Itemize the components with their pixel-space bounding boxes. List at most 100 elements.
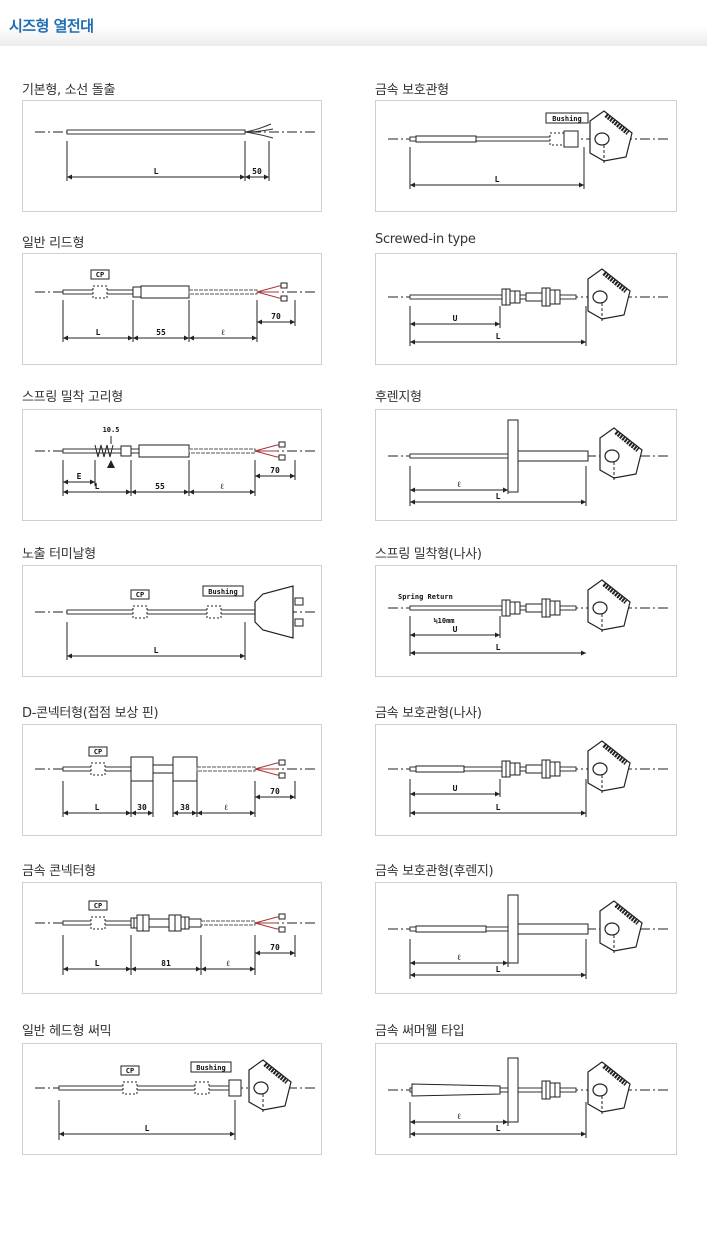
metal-tube-flange-drawing-icon: ℓL: [388, 894, 670, 979]
item-title: 금속 콘넥터형: [22, 864, 96, 879]
lead-terminals: [256, 285, 283, 299]
dim-arrow: [410, 810, 415, 816]
dim-arrow: [264, 174, 269, 180]
dim-label-bushing: Bushing: [196, 1064, 226, 1072]
head-fins: [602, 1064, 628, 1086]
dim-arrow: [133, 335, 138, 341]
drawing-part: [278, 441, 286, 448]
dim-arrow: [126, 966, 131, 972]
dim-label-l: L: [154, 646, 159, 655]
drawing-part: [138, 444, 190, 458]
head-hole: [604, 922, 620, 936]
dim-arrow: [250, 966, 255, 972]
drawing-part: [517, 923, 589, 935]
drawing-part: [525, 292, 543, 302]
dim-arrow: [581, 972, 586, 978]
dim-label-l: L: [496, 1124, 501, 1133]
dim-arrow: [290, 319, 295, 325]
head-fins: [602, 582, 628, 604]
dim-label-cp: CP: [94, 902, 102, 910]
lead-cable: [196, 766, 256, 772]
head-hole: [604, 449, 620, 463]
dim-label-mm: ≒10mm: [433, 617, 454, 625]
metal-thermowell-drawing-icon: ℓL: [388, 1057, 670, 1138]
drawing-part: [563, 130, 579, 148]
dim-label-d2: 70: [270, 943, 280, 952]
dim-arrow: [410, 972, 415, 978]
dim-label-l: L: [496, 643, 501, 652]
drawing-part: [130, 756, 154, 782]
dim-arrow: [290, 950, 295, 956]
terminal-head: [587, 1061, 631, 1113]
dim-arrow: [131, 966, 136, 972]
dim-arrow: [196, 966, 201, 972]
item-title: 스프링 밀착형(나사): [375, 547, 482, 562]
drawing-part: [148, 918, 170, 928]
drawing-part: [90, 916, 106, 930]
metal-tube-screw-drawing-icon: UL: [388, 740, 670, 817]
drawing-part: [507, 894, 519, 964]
dim-label-l: L: [496, 332, 501, 341]
terminal-head: [248, 1059, 292, 1111]
dim-arrow: [410, 182, 415, 188]
dim-arrow: [410, 791, 415, 797]
drawing-part: [122, 1081, 138, 1095]
dim-label-e: E: [77, 472, 82, 481]
dim-arrow: [131, 489, 136, 495]
drawing-part: [415, 765, 465, 773]
drawing-part: [202, 585, 244, 597]
dim-label-l: L: [495, 175, 500, 184]
dim-label-u: U: [453, 784, 458, 793]
dim-label-cp: CP: [136, 591, 144, 599]
dim-label-u: U: [453, 314, 458, 323]
dim-arrow: [290, 473, 295, 479]
dim-arrow: [410, 650, 415, 656]
dim-arrow: [581, 810, 586, 816]
drawing-part: [206, 605, 222, 619]
dim-arrow: [250, 489, 255, 495]
dim-arrow: [410, 1131, 415, 1137]
drawing-part: [188, 918, 202, 928]
item-title: 금속 보호관형(나사): [375, 706, 482, 721]
drawing-part: [294, 597, 304, 606]
drawing-part: [120, 445, 132, 457]
thermowell-taper: [411, 1083, 501, 1097]
drawing-part: [507, 419, 519, 493]
dim-label-bushing: Bushing: [552, 115, 582, 123]
flange-drawing-icon: ℓL: [388, 419, 670, 506]
dim-arrow: [192, 810, 197, 816]
dim-label-spring: 10.5: [103, 426, 120, 434]
page-title: 시즈형 열전대: [9, 17, 94, 35]
item-title: 금속 보호관형: [375, 83, 449, 98]
dim-label-d1: 55: [156, 328, 166, 337]
dim-label-l: L: [145, 1124, 150, 1133]
dim-arrow: [90, 479, 95, 485]
dim-label-d1: 81: [161, 959, 171, 968]
item-title: 후렌지형: [375, 390, 422, 405]
terminal-head: [587, 740, 631, 792]
head-fins: [263, 1062, 289, 1084]
dim-arrow: [63, 335, 68, 341]
dim-label-l: L: [496, 965, 501, 974]
drawing-part: [278, 913, 286, 920]
drawing-part: [120, 1065, 140, 1076]
dim-label-d2: 70: [270, 466, 280, 475]
dim-arrow: [255, 473, 260, 479]
dim-arrow: [184, 335, 189, 341]
drawing-part: [549, 132, 565, 146]
drawing-part: [278, 926, 286, 933]
dim-label-l: L: [154, 167, 159, 176]
dim-arrow: [503, 960, 508, 966]
dim-arrow: [410, 960, 415, 966]
item-title: 일반 리드형: [22, 236, 85, 251]
dim-arrow: [410, 1119, 415, 1125]
dim-arrow: [495, 791, 500, 797]
